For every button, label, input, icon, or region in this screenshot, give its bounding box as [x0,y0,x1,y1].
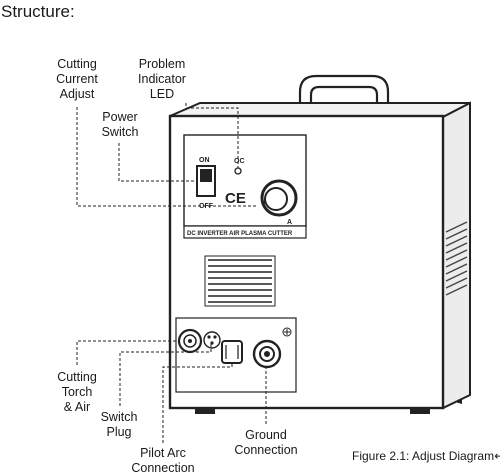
cutting-torch-air-label: Cutting Torch & Air [37,370,117,415]
nameplate-text: DC INVERTER AIR PLASMA CUTTER [187,231,293,237]
amp-label: A [287,219,292,226]
problem-indicator-led-label: Problem Indicator LED [122,57,202,102]
ce-mark: CE [225,190,246,207]
on-label: ON [199,157,210,164]
switch-plug-label: Switch Plug [79,410,159,440]
front-foot-left [195,408,215,414]
front-foot-right [410,408,430,414]
cutting-current-adjust-label: Cutting Current Adjust [37,57,117,102]
ground-connection-label: Ground Connection [226,428,306,458]
leader-torch-air [77,341,179,365]
oc-label: OC [234,158,245,165]
pilot-arc-terminal [222,341,242,363]
problem-indicator-led [235,168,241,174]
current-knob [265,188,287,210]
power-switch-label: Power Switch [80,110,160,140]
figure-caption: Figure 2.1: Adjust Diagram↵ [352,449,500,464]
off-label: OFF [199,203,214,210]
